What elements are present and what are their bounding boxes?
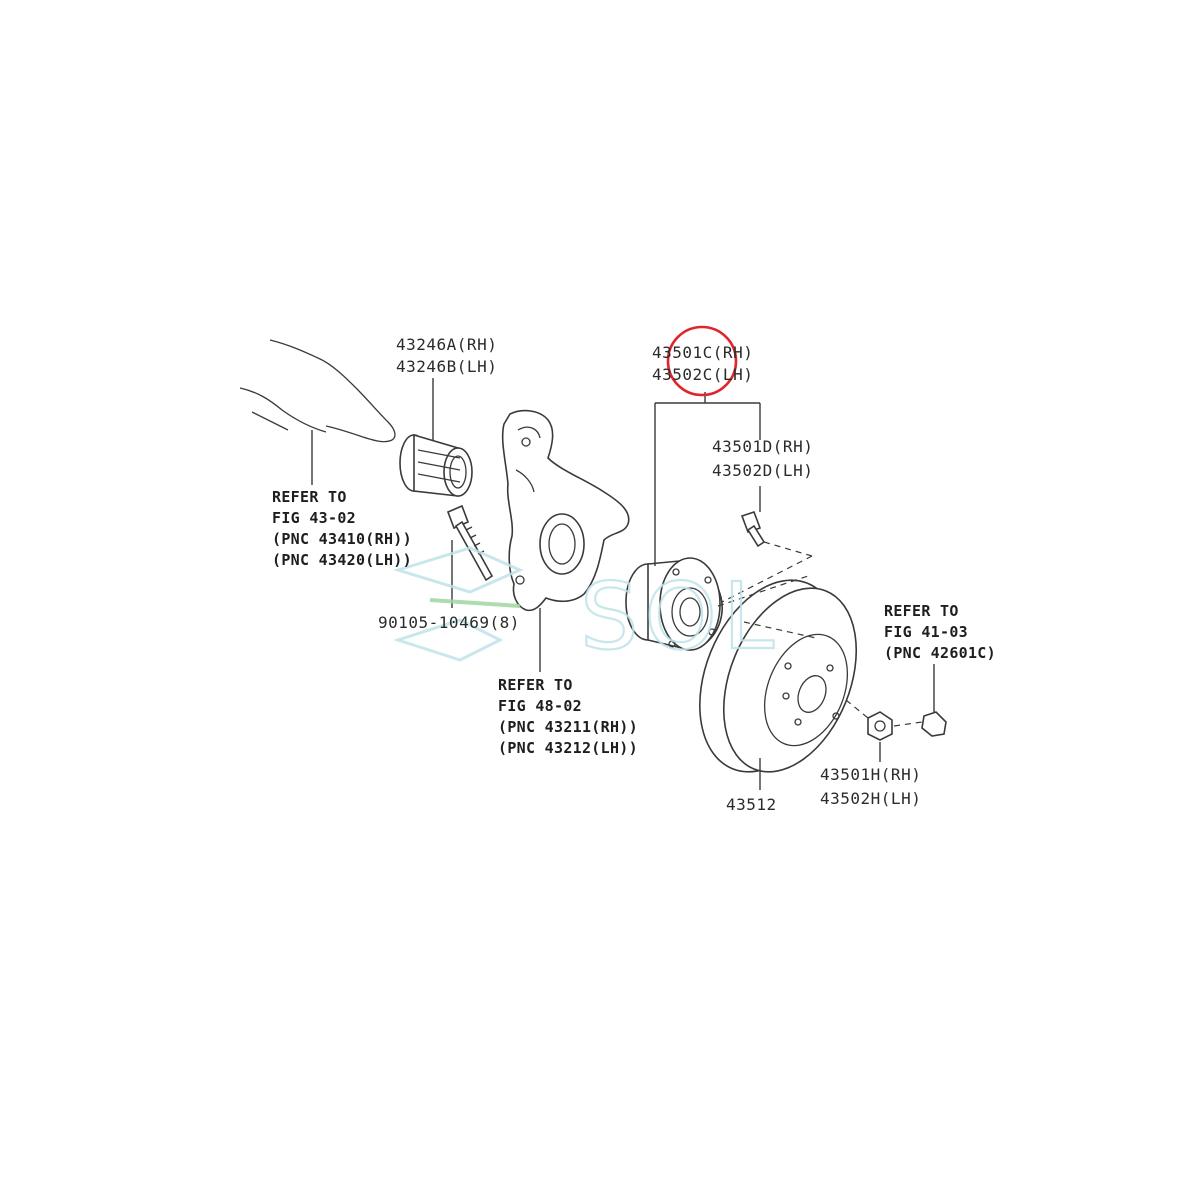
- refer-knuckle-line-3: (PNC 43211(RH)): [498, 718, 638, 736]
- drive-shaft: [239, 339, 396, 485]
- hub-nut-part: [845, 699, 893, 762]
- seal-rh-label: 43246A(RH): [396, 335, 497, 354]
- refer-shaft: REFER TO FIG 43-02 (PNC 43410(RH)) (PNC …: [272, 488, 412, 569]
- refer-knuckle-line-4: (PNC 43212(LH)): [498, 739, 638, 757]
- hub-bearing-lh-label: 43502C(LH): [652, 365, 753, 384]
- hub-bolt-lh-label: 43502D(LH): [712, 461, 813, 480]
- refer-shaft-line-3: (PNC 43410(RH)): [272, 530, 412, 548]
- refer-shaft-line-1: REFER TO: [272, 488, 347, 506]
- steering-knuckle: [501, 409, 630, 672]
- refer-knuckle-line-1: REFER TO: [498, 676, 573, 694]
- hub-bolt-rh-label: 43501D(RH): [712, 437, 813, 456]
- cap-part: [893, 664, 947, 737]
- seal-part: [399, 378, 473, 497]
- hub-bearing: [625, 392, 761, 651]
- refer-shaft-line-2: FIG 43-02: [272, 509, 356, 527]
- disc-label: 43512: [726, 795, 777, 814]
- refer-caliper: REFER TO FIG 41-03 (PNC 42601C): [884, 602, 996, 662]
- watermark-logo: SOL: [392, 546, 780, 671]
- watermark-text: SOL: [580, 563, 780, 670]
- refer-caliper-line-1: REFER TO: [884, 602, 959, 620]
- disc-rotor: [699, 575, 858, 790]
- hub-bearing-rh-label: 43501C(RH): [652, 343, 753, 362]
- part-labels: 43246A(RH) 43246B(LH) 43501C(RH) 43502C(…: [378, 335, 921, 814]
- highlight-circle: [666, 325, 738, 397]
- refer-knuckle-line-2: FIG 48-02: [498, 697, 582, 715]
- refer-shaft-line-4: (PNC 43420(LH)): [272, 551, 412, 569]
- nut-rh-label: 43501H(RH): [820, 765, 921, 784]
- refer-caliper-line-3: (PNC 42601C): [884, 644, 996, 662]
- nut-lh-label: 43502H(LH): [820, 789, 921, 808]
- seal-lh-label: 43246B(LH): [396, 357, 497, 376]
- bolt-label: 90105-10469(8): [378, 613, 520, 632]
- hub-bolt-part: [721, 486, 813, 603]
- refer-knuckle: REFER TO FIG 48-02 (PNC 43211(RH)) (PNC …: [498, 676, 638, 757]
- refer-caliper-line-2: FIG 41-03: [884, 623, 968, 641]
